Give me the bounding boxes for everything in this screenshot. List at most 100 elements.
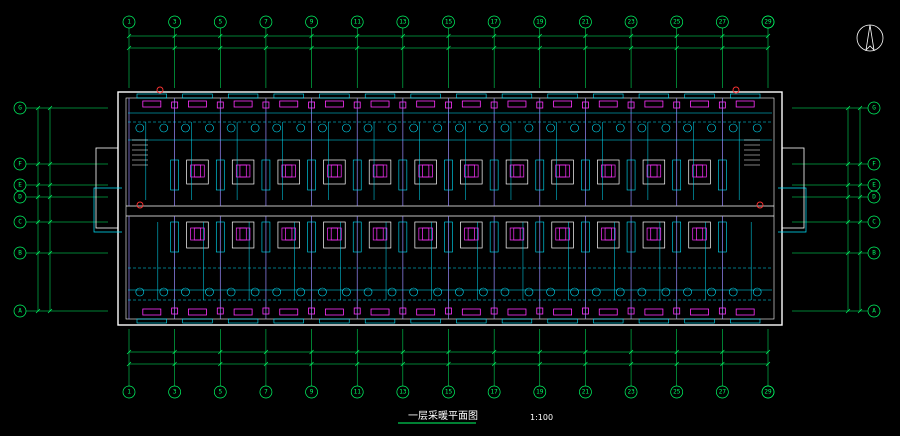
grid-bubble	[487, 15, 501, 29]
grid-col-label: 5	[218, 19, 222, 26]
valve	[546, 287, 555, 297]
bathroom	[231, 221, 255, 249]
bathroom	[642, 221, 666, 249]
radiator	[461, 308, 481, 316]
grid-row-label: D	[872, 194, 876, 201]
window	[547, 93, 578, 99]
interior-wall-line	[125, 97, 775, 320]
valve	[591, 287, 601, 297]
valve	[455, 123, 464, 133]
valve	[500, 287, 510, 297]
sanitary-fixture	[650, 227, 662, 241]
window	[501, 318, 533, 324]
riser-box	[582, 307, 589, 315]
radiator	[553, 308, 573, 316]
grid-bubble	[350, 385, 364, 399]
valve	[205, 287, 214, 297]
grid-bubble	[533, 385, 547, 399]
valve	[524, 287, 534, 297]
grid-bubble	[13, 304, 27, 318]
valve	[318, 123, 327, 133]
grid-col-label: 23	[627, 389, 635, 396]
grid-col-label: 3	[173, 389, 177, 396]
window	[684, 318, 715, 324]
bathroom	[551, 159, 574, 185]
accent-marker	[756, 201, 764, 209]
grid-col-label: 29	[764, 19, 772, 26]
grid-row-label: A	[18, 308, 22, 315]
sanitary-fixture	[239, 227, 251, 241]
valve	[479, 287, 488, 297]
grid-row-label: G	[872, 105, 876, 112]
grid-label-layer: 1133557799111113131515171719192121232325…	[13, 15, 881, 399]
grid-col-label: 25	[673, 19, 681, 26]
grid-row-label: B	[18, 250, 22, 257]
grid-bubble	[442, 15, 455, 29]
valve	[570, 123, 579, 133]
bathroom	[368, 159, 392, 185]
grid-bubble	[670, 15, 684, 29]
pipe-shaft	[261, 221, 271, 253]
sanitary-fixture	[330, 164, 342, 178]
window	[136, 318, 167, 324]
valve	[479, 123, 488, 133]
grid-bubble	[867, 246, 881, 260]
radiator	[188, 100, 207, 108]
grid-row-label: F	[872, 161, 876, 168]
grid-row-label: B	[872, 250, 876, 257]
radiator	[279, 100, 299, 108]
window	[273, 93, 304, 99]
valve	[570, 287, 579, 297]
sanitary-fixture	[467, 227, 479, 241]
pipe-shaft	[535, 221, 545, 253]
grid-row-label: E	[18, 182, 22, 189]
grid-col-label: 11	[354, 19, 362, 26]
pipe-shaft	[307, 221, 316, 253]
window	[456, 93, 487, 99]
grid-bubble	[13, 215, 27, 229]
radiator	[142, 308, 162, 316]
window	[182, 318, 213, 324]
grid-col-label: 11	[354, 389, 362, 396]
grid-bubble	[867, 157, 881, 171]
bathroom	[323, 159, 346, 185]
valve	[135, 123, 145, 133]
sanitary-fixture	[285, 227, 296, 241]
pipe-shaft	[489, 159, 499, 191]
valve	[318, 287, 327, 297]
bathroom	[368, 221, 392, 249]
riser-box	[399, 101, 407, 109]
valve	[661, 123, 671, 133]
grid-col-label: 23	[627, 19, 635, 26]
bathroom	[688, 159, 711, 185]
grid-col-label: 9	[310, 389, 314, 396]
valve	[159, 287, 169, 297]
radiator	[233, 308, 253, 316]
radiator	[188, 308, 207, 316]
grid-bubble	[533, 15, 547, 29]
riser-box	[353, 101, 361, 109]
bathroom	[597, 221, 620, 249]
grid-col-label: 1	[127, 389, 131, 396]
pipe-shaft	[215, 221, 225, 253]
grid-row-label: D	[18, 194, 22, 201]
radiator	[142, 100, 162, 108]
pipe-shaft	[718, 221, 727, 253]
grid-bubble	[213, 15, 227, 29]
valve	[524, 123, 534, 133]
grid-col-label: 7	[264, 389, 268, 396]
valve	[546, 123, 555, 133]
bathroom	[505, 159, 529, 185]
radiator	[598, 308, 618, 316]
bathroom	[414, 221, 437, 249]
grid-col-label: 17	[491, 19, 499, 26]
bathroom	[460, 159, 483, 185]
grid-bubble	[579, 15, 592, 29]
valve	[342, 287, 351, 297]
grid-bubble	[168, 385, 181, 399]
riser-box	[627, 307, 635, 315]
valve	[637, 123, 647, 133]
sanitary-fixture	[650, 164, 662, 178]
window	[501, 93, 533, 99]
north-arrow-icon	[856, 24, 884, 52]
